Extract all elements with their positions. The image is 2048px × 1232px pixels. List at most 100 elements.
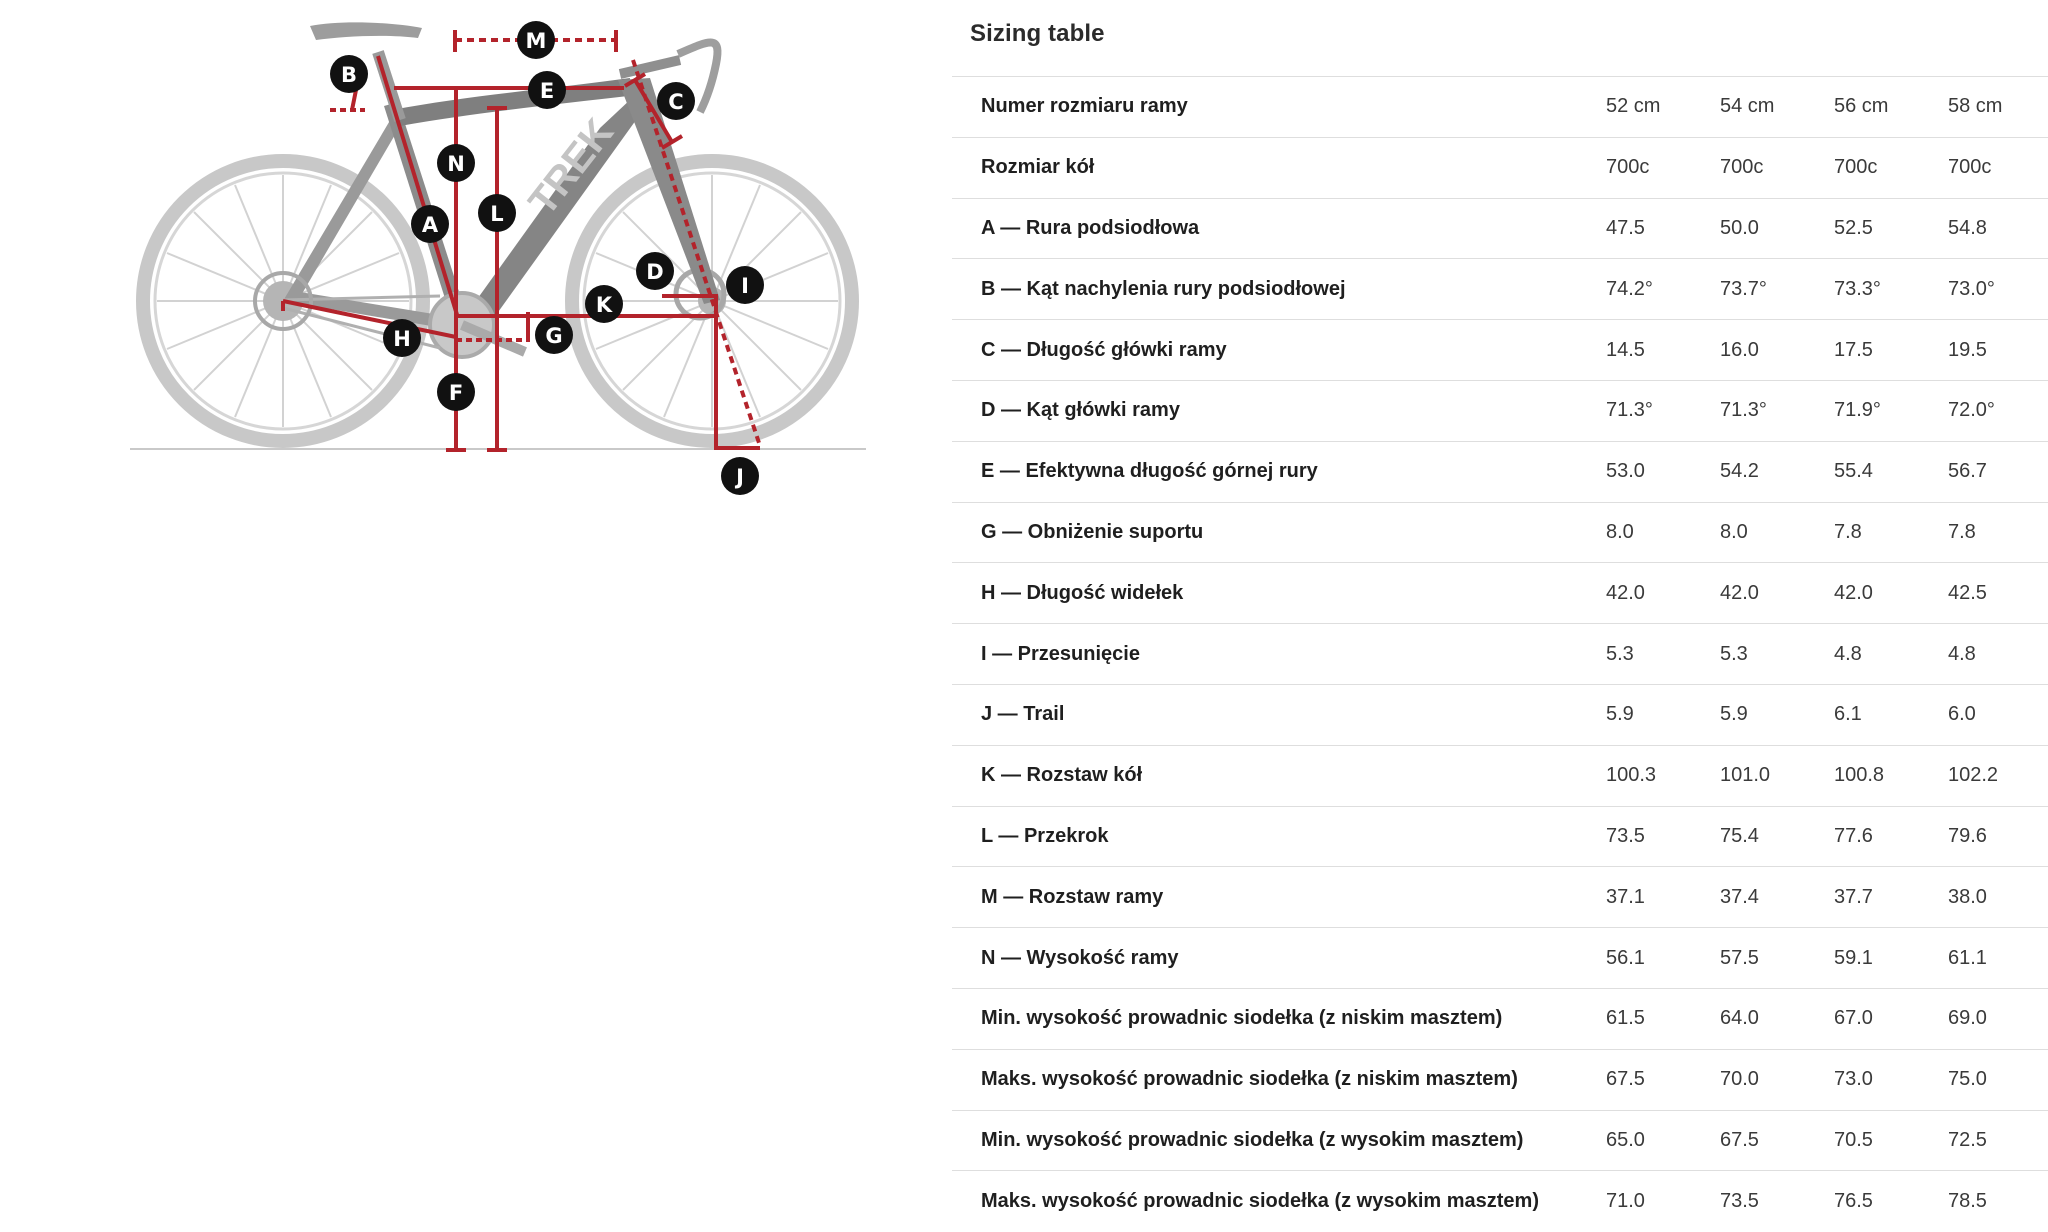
row-value: 64.0 [1720,1007,1759,1030]
row-value: 67.0 [1834,1007,1873,1030]
row-value: 53.0 [1606,460,1645,483]
row-value: 14.5 [1606,338,1645,361]
row-value: 56.1 [1606,946,1645,969]
row-value: 52 cm [1606,95,1661,118]
bike-geometry-diagram: TREK [0,0,900,520]
svg-text:C: C [668,90,683,114]
row-value: 71.3° [1606,399,1653,422]
row-value: 7.8 [1948,520,1976,543]
svg-text:F: F [449,381,463,405]
line-b-tick [350,89,358,111]
marker-a: A [411,205,449,243]
line-c-tick-bottom [660,134,684,150]
row-value: 73.5 [1720,1189,1759,1212]
row-value: 61.5 [1606,1007,1645,1030]
marker-h: H [383,319,421,357]
row-value: 70.5 [1834,1128,1873,1151]
row-value: 69.0 [1948,1007,1987,1030]
row-value: 37.4 [1720,885,1759,908]
row-value: 73.7° [1720,277,1767,300]
line-c-tick-top [623,72,647,88]
row-value: 16.0 [1720,338,1759,361]
row-label: Numer rozmiaru ramy [981,95,1188,118]
row-label: Maks. wysokość prowadnic siodełka (z nis… [981,1068,1518,1091]
row-value: 52.5 [1834,216,1873,239]
row-value: 58 cm [1948,95,2003,118]
svg-text:E: E [540,79,554,103]
row-label: C — Długość główki ramy [981,338,1227,361]
row-label: Maks. wysokość prowadnic siodełka (z wys… [981,1189,1539,1212]
row-value: 102.2 [1948,764,1999,787]
row-value: 75.4 [1720,824,1759,847]
marker-g: G [535,316,573,354]
svg-text:M: M [526,29,547,53]
row-value: 100.3 [1606,764,1657,787]
row-value: 72.5 [1948,1128,1987,1151]
row-label: K — Rozstaw kół [981,764,1143,787]
row-value: 4.8 [1834,642,1862,665]
row-value: 42.0 [1606,581,1645,604]
svg-text:D: D [646,260,663,284]
row-value: 71.9° [1834,399,1881,422]
row-value: 78.5 [1948,1189,1987,1212]
marker-j: J [721,457,759,495]
row-label: H — Długość widełek [981,581,1184,604]
row-value: 42.0 [1720,581,1759,604]
row-value: 67.5 [1606,1068,1645,1091]
marker-k: K [585,285,623,323]
row-value: 59.1 [1834,946,1873,969]
row-label: Min. wysokość prowadnic siodełka (z nisk… [981,1007,1503,1030]
row-value: 54.8 [1948,216,1987,239]
svg-text:I: I [741,274,749,298]
table-row: Maks. wysokość prowadnic siodełka (z wys… [952,1170,2048,1232]
row-label: A — Rura podsiodłowa [981,216,1200,239]
svg-text:G: G [545,324,562,348]
svg-text:L: L [490,202,503,226]
row-value: 700c [1606,156,1650,179]
row-value: 73.0° [1948,277,1995,300]
row-value: 71.0 [1606,1189,1645,1212]
row-value: 70.0 [1720,1068,1759,1091]
line-d-steer-axis [631,59,762,447]
marker-m: M [517,21,555,59]
row-value: 5.3 [1720,642,1748,665]
table-row: Min. wysokość prowadnic siodełka (z wyso… [952,1110,2048,1171]
row-value: 74.2° [1606,277,1653,300]
row-value: 42.5 [1948,581,1987,604]
row-label: M — Rozstaw ramy [981,885,1164,908]
row-value: 17.5 [1834,338,1873,361]
row-value: 67.5 [1720,1128,1759,1151]
row-value: 42.0 [1834,581,1873,604]
row-value: 8.0 [1606,520,1634,543]
row-value: 71.3° [1720,399,1767,422]
row-label: J — Trail [981,703,1065,726]
row-value: 76.5 [1834,1189,1873,1212]
row-value: 700c [1948,156,1992,179]
row-value: 54.2 [1720,460,1759,483]
table-row: H — Długość widełek 42.0 42.0 42.0 42.5 [952,562,2048,624]
row-value: 79.6 [1948,824,1987,847]
row-value: 47.5 [1606,216,1645,239]
row-value: 700c [1834,156,1878,179]
row-value: 77.6 [1834,824,1873,847]
row-value: 700c [1720,156,1764,179]
row-value: 4.8 [1948,642,1976,665]
line-h [282,299,457,339]
svg-text:B: B [341,63,357,87]
row-value: 101.0 [1720,764,1771,787]
marker-i: I [726,266,764,304]
line-a [376,55,460,319]
row-value: 57.5 [1720,946,1759,969]
marker-n: N [437,144,475,182]
marker-d: D [636,252,674,290]
marker-l: L [478,194,516,232]
row-value: 8.0 [1720,520,1748,543]
